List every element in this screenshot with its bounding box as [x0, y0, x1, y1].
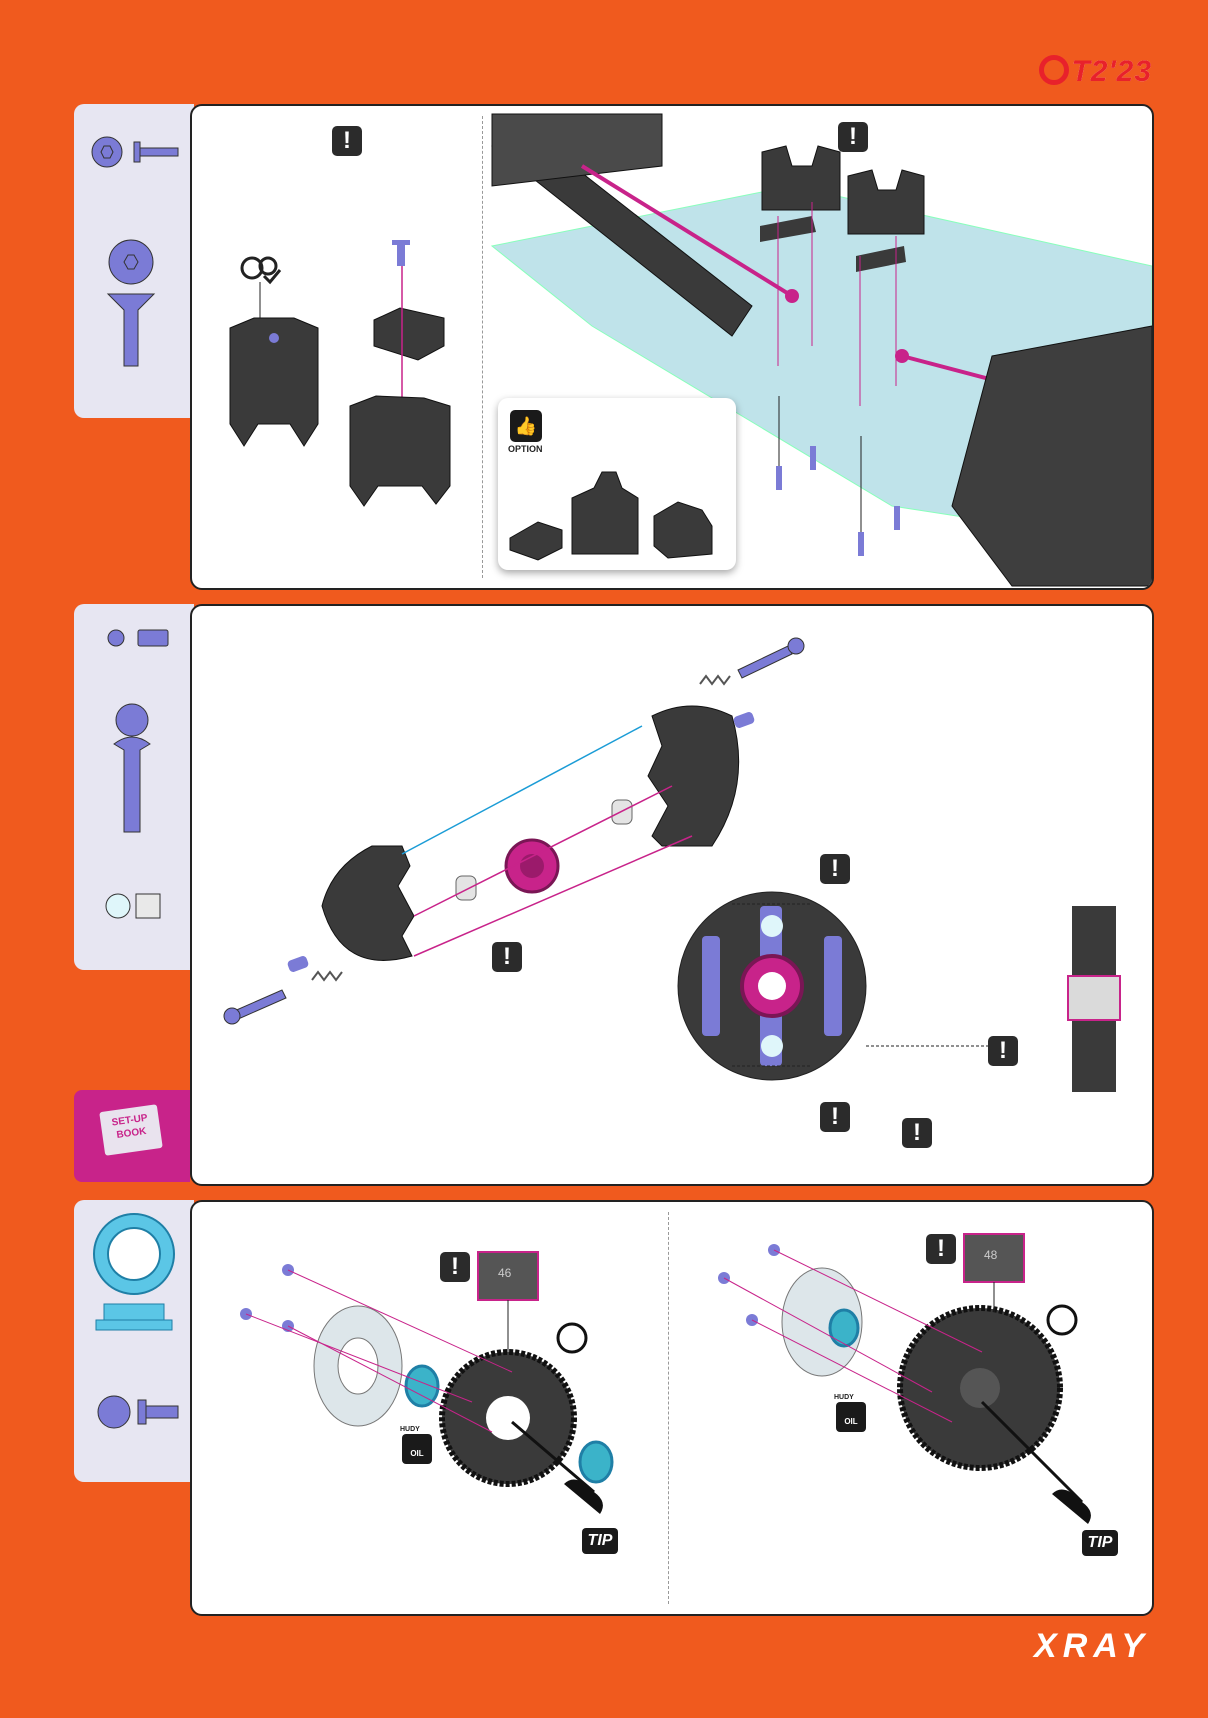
detail-spring-right: [824, 936, 842, 1036]
parts-list-3: [74, 1200, 194, 1482]
oil-icon: OIL: [836, 1402, 866, 1432]
bulkhead-top-1: [762, 146, 840, 210]
gear-icon: [1048, 1306, 1076, 1334]
setup-book-tab[interactable]: SET-UP BOOK: [74, 1090, 190, 1182]
detail-pin-bottom: [761, 1035, 783, 1057]
screw-icon: [894, 506, 900, 530]
logo-ring-icon: [1039, 55, 1069, 85]
option-part-2: [572, 472, 638, 554]
brand-logo-bottom: XRAY: [1034, 1627, 1150, 1666]
flat-screw-side-icon: [134, 142, 178, 162]
ball-joint: [785, 289, 799, 303]
screw-icon: [810, 446, 816, 470]
side-detail-pin: [1068, 976, 1120, 1020]
alignment-arrow: [402, 726, 642, 854]
small-screw-head-icon: [108, 630, 124, 646]
wrench-handle: [1052, 1490, 1091, 1525]
countersunk-screw-icon: [108, 294, 154, 366]
spur-gear-assembly-right: [192, 1202, 1152, 1614]
set-screw-icon: [733, 711, 756, 729]
step-panel-2: ! ! ! ! !: [190, 604, 1154, 1186]
assembly-arrow: [414, 786, 672, 916]
warning-icon: !: [492, 942, 522, 972]
warning-icon: !: [988, 1036, 1018, 1066]
setup-book-icon[interactable]: SET-UP BOOK: [99, 1104, 163, 1156]
button-screw-head-icon: [116, 704, 148, 736]
clutch-illustration: [192, 606, 1152, 1184]
screw-head-icon: [98, 1396, 130, 1428]
detail-pin-top: [761, 915, 783, 937]
set-screw-icon: [138, 630, 168, 646]
screw-head: [788, 638, 804, 654]
bearing-side-icon: [96, 1304, 172, 1330]
clutch-pin: [456, 876, 476, 900]
option-parts: [498, 398, 736, 570]
clutch-shoe-left: [322, 846, 414, 960]
screw-head: [224, 1008, 240, 1024]
hudy-label: HUDY: [834, 1394, 854, 1401]
parts-tab-2: [74, 604, 194, 970]
step-panel-1: ! !: [190, 104, 1154, 590]
tip-icon: TIP: [1082, 1530, 1118, 1556]
bearing-bore: [108, 1228, 160, 1280]
clutch-shoe-right: [648, 706, 739, 846]
shoe-screw-icon: [738, 646, 792, 678]
option-callout: 👍 OPTION: [498, 398, 736, 570]
set-screw-icon: [287, 955, 310, 973]
parts-list-2: [74, 604, 194, 970]
warning-icon: !: [902, 1118, 932, 1148]
button-screw-side-icon: [114, 737, 150, 832]
screw-icon: [858, 532, 864, 556]
option-part-1: [510, 522, 562, 560]
detail-bore: [758, 972, 786, 1000]
brand-logo-top: T2'23: [1039, 55, 1152, 89]
ball-joint: [895, 349, 909, 363]
pin-end-icon: [106, 894, 130, 918]
parts-list-1: [74, 104, 194, 418]
warning-icon: !: [820, 854, 850, 884]
spring-icon: [700, 676, 730, 684]
pin-side-icon: [136, 894, 160, 918]
spur-gear-hub: [960, 1368, 1000, 1408]
parts-tab-1: [74, 104, 194, 418]
screw-head-icon: [92, 137, 122, 167]
carrier-bore: [520, 854, 544, 878]
warning-icon: !: [926, 1234, 956, 1264]
detail-spring-left: [702, 936, 720, 1036]
spring-icon: [312, 972, 342, 980]
screw-head-large-icon: [109, 240, 153, 284]
screw-icon: [776, 466, 782, 490]
warning-icon: !: [820, 1102, 850, 1132]
parts-tab-3: [74, 1200, 194, 1482]
bearing: [830, 1310, 858, 1346]
gear-teeth-label: 48: [984, 1248, 997, 1262]
option-part-3: [654, 502, 712, 558]
flat-screw-side-icon: [138, 1400, 178, 1424]
bulkhead-top-2: [848, 170, 924, 234]
step-panel-3: ! 46 OIL HUDY TIP ! 48 OIL HUDY TIP: [190, 1200, 1154, 1616]
front-assembly: [492, 114, 662, 186]
